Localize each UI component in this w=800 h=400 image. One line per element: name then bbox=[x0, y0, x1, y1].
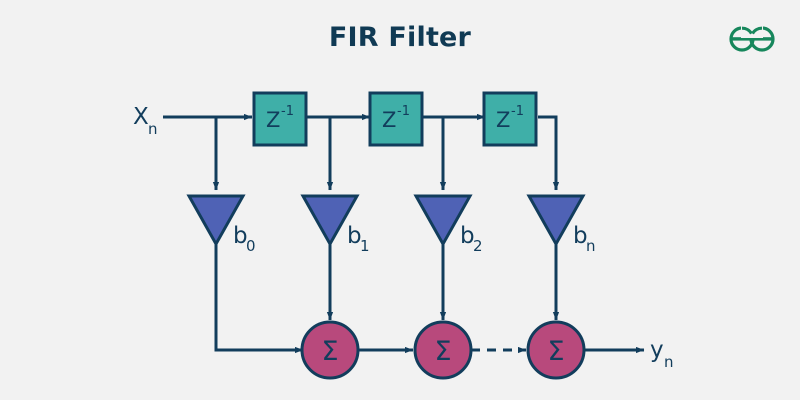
summer-2-symbol: Σ bbox=[434, 336, 451, 367]
summer-3[interactable]: Σ bbox=[526, 320, 586, 380]
page-title: FIR Filter bbox=[328, 22, 472, 53]
input-label-subscript: n bbox=[148, 120, 158, 138]
gain-subscript-b0: 0 bbox=[246, 237, 256, 255]
delay-block-3-exponent: -1 bbox=[511, 104, 524, 119]
summer-1[interactable]: Σ bbox=[300, 320, 360, 380]
summer-2[interactable]: Σ bbox=[413, 320, 473, 380]
gain-triangle-b0[interactable]: b 0 bbox=[186, 194, 256, 255]
delay-block-1[interactable]: Z -1 bbox=[252, 91, 308, 147]
output-label-main: y bbox=[650, 337, 664, 363]
gain-subscript-b1: 1 bbox=[360, 237, 370, 255]
delay-block-2-shape bbox=[368, 91, 424, 147]
input-label-main: X bbox=[133, 104, 149, 130]
input-label: X n bbox=[133, 104, 158, 138]
gain-triangle-bn[interactable]: b n bbox=[526, 194, 596, 255]
gain-subscript-bn: n bbox=[586, 237, 596, 255]
delay-block-3-shape bbox=[482, 91, 538, 147]
delay-block-2[interactable]: Z -1 bbox=[368, 91, 424, 147]
delay-block-3[interactable]: Z -1 bbox=[482, 91, 538, 147]
gain-triangle-b2-shape bbox=[413, 194, 473, 248]
delay-block-1-exponent: -1 bbox=[281, 104, 294, 119]
summer-1-shape bbox=[300, 320, 360, 380]
output-label: y n bbox=[650, 337, 674, 371]
gain-label-b0: b bbox=[233, 223, 248, 249]
delay-block-1-label: Z bbox=[266, 108, 280, 132]
delay-block-3-label: Z bbox=[496, 108, 510, 132]
gain-triangle-b1-shape bbox=[300, 194, 360, 248]
gain-triangle-b0-shape bbox=[186, 194, 246, 248]
geeksforgeeks-logo bbox=[729, 26, 775, 52]
output-label-subscript: n bbox=[664, 353, 674, 371]
gain-subscript-b2: 2 bbox=[473, 237, 483, 255]
wire-tap-n-down bbox=[538, 115, 560, 191]
gain-label-b1: b bbox=[347, 223, 362, 249]
gain-label-bn: b bbox=[573, 223, 588, 249]
wire-gain-0-to-summer-1 bbox=[214, 244, 304, 354]
summer-3-symbol: Σ bbox=[547, 336, 564, 367]
gain-label-b2: b bbox=[460, 223, 475, 249]
summer-2-shape bbox=[413, 320, 473, 380]
summer-1-symbol: Σ bbox=[321, 336, 338, 367]
delay-block-2-label: Z bbox=[382, 108, 396, 132]
gain-triangle-b2[interactable]: b 2 bbox=[413, 194, 483, 255]
delay-block-1-shape bbox=[252, 91, 308, 147]
summer-3-shape bbox=[526, 320, 586, 380]
gain-triangle-b1[interactable]: b 1 bbox=[300, 194, 370, 255]
delay-block-2-exponent: -1 bbox=[397, 104, 410, 119]
gain-triangle-bn-shape bbox=[526, 194, 586, 248]
